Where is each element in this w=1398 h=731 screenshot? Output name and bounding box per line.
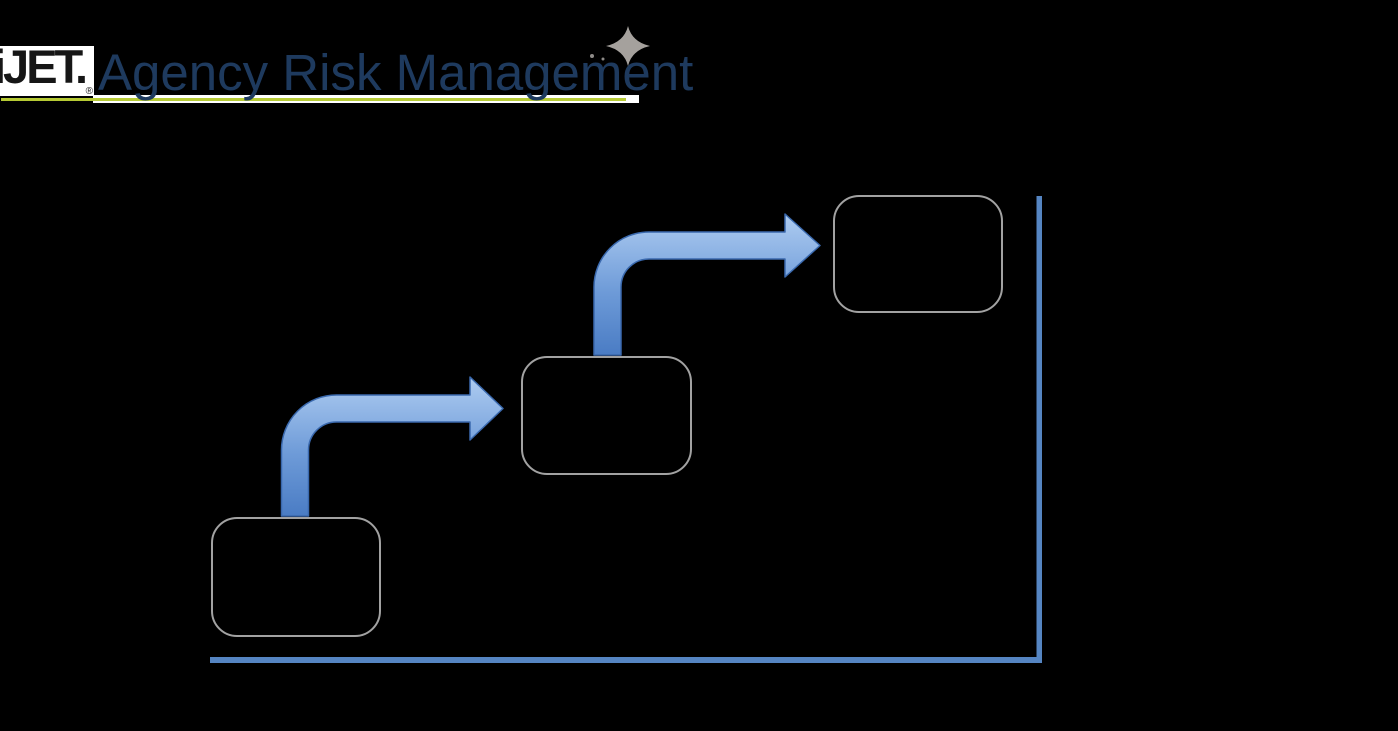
curved-arrow-2 [593, 213, 821, 356]
axis-lines [210, 196, 1042, 663]
page-title: Agency Risk Management [98, 44, 694, 101]
ijet-logo-text: iJET. [0, 46, 88, 93]
step-box-2 [521, 356, 692, 475]
axis-vertical-line [1036, 196, 1042, 663]
title-underline [1, 98, 626, 101]
axis-horizontal-line [210, 657, 1042, 663]
registered-trademark-icon: ® [85, 86, 93, 96]
step-box-1 [211, 517, 381, 637]
curved-arrow-1 [280, 376, 504, 517]
sparkle-icon [590, 26, 650, 66]
step-box-3 [833, 195, 1003, 313]
ijet-logo: iJET. ® [0, 46, 94, 96]
